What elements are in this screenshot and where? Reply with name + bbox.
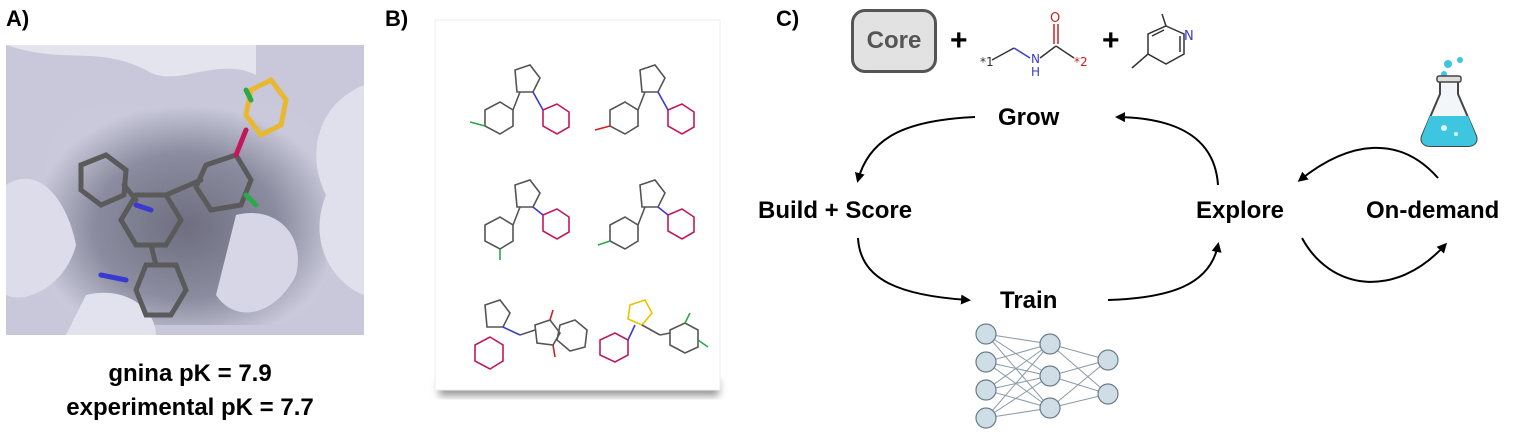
molecule-1 xyxy=(469,64,570,135)
panel-b-label: B) xyxy=(385,6,409,31)
neural-network-icon xyxy=(975,323,1119,429)
protein-surface-image xyxy=(6,45,364,335)
panel-a-label: A) xyxy=(6,6,30,31)
arrow-explore-to-grow xyxy=(1115,112,1219,186)
nh-hydrogen-label: H xyxy=(1031,65,1040,79)
nh-nitrogen-label: N xyxy=(1031,52,1040,66)
train-node: Train xyxy=(1000,287,1058,314)
flask-icon xyxy=(1420,57,1478,147)
plus-sign-1: + xyxy=(950,24,968,57)
arrow-ondemand-to-explore xyxy=(1297,146,1439,182)
arrow-build-to-train xyxy=(857,237,971,305)
pyridine-fragment: N xyxy=(1131,13,1194,69)
on-demand-node: On-demand xyxy=(1366,197,1500,224)
molecule-2 xyxy=(594,64,695,135)
pyridine-n-label: N xyxy=(1184,29,1194,44)
arrow-train-to-explore xyxy=(1107,242,1222,301)
panel-c-label: C) xyxy=(776,6,800,31)
build-score-node: Build + Score xyxy=(758,197,913,224)
molecule-4 xyxy=(597,179,695,250)
grow-node: Grow xyxy=(998,104,1060,131)
gnina-pk-text: gnina pK = 7.9 xyxy=(108,360,272,387)
experimental-pk-text: experimental pK = 7.7 xyxy=(66,394,314,421)
molecule-grid-card xyxy=(434,19,721,396)
amide-fragment: *1 N H O *2 xyxy=(980,11,1088,79)
attach-2-label: *2 xyxy=(1074,55,1088,69)
ligand-structure xyxy=(78,76,289,318)
molecule-6 xyxy=(599,299,709,363)
arrow-grow-to-build xyxy=(854,116,976,183)
core-box: Core xyxy=(851,9,937,73)
attach-1-label: *1 xyxy=(980,55,994,69)
oxygen-label: O xyxy=(1050,11,1060,26)
molecule-5 xyxy=(474,299,588,370)
arrow-explore-to-ondemand xyxy=(1301,237,1448,283)
molecule-3 xyxy=(484,179,570,260)
plus-sign-2: + xyxy=(1102,24,1120,57)
explore-node: Explore xyxy=(1196,197,1285,224)
